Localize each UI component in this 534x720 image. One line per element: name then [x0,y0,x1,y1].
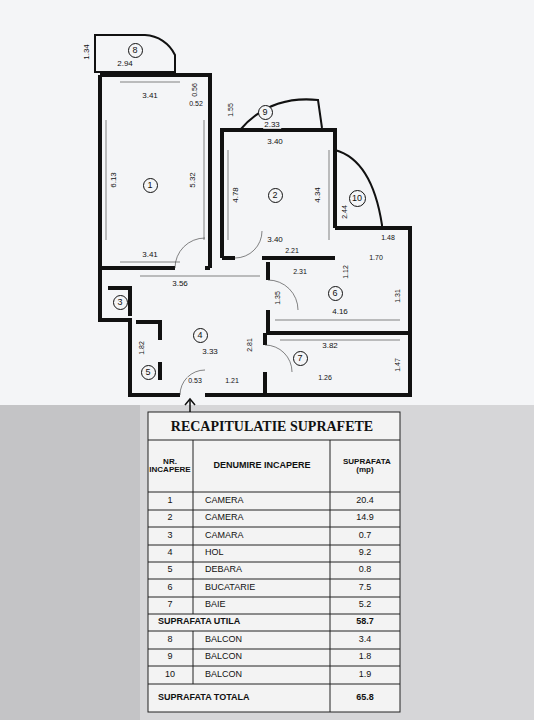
table-cell: CAMERA [205,513,244,522]
dimension-label: 4.16 [331,308,349,316]
dimension-label: 2.94 [116,60,134,68]
table-title: RECAPITULATIE SUPRAFETE [171,419,373,435]
dimension-label: 1.55 [227,102,234,118]
table-cell: CAMERA [205,496,244,505]
table-cell: 10 [165,670,175,679]
table-cell: BALCON [205,635,242,644]
table-cell: 3.4 [359,635,372,644]
table-cell: 0.7 [359,531,372,540]
table-cell: 0.8 [359,565,372,574]
table-cell: 65.8 [356,693,374,702]
dimension-label: 3.40 [266,236,284,244]
dimension-label: 0.52 [188,100,204,107]
dimension-label: 2.81 [246,337,253,353]
dimension-label: 3.41 [141,92,159,100]
room-number: 4 [197,331,202,340]
table-cell: BAIE [205,600,226,609]
room-number-circle: 8 [128,43,143,58]
dimension-label: 3.82 [321,342,339,350]
table-cell: 1.8 [359,652,372,661]
table-cell: NR. INCAPERE [148,458,192,475]
dimension-label: 3.56 [171,280,189,288]
dimension-label: 1.26 [317,374,333,381]
room-number: 3 [117,298,122,307]
table-cell: 4 [167,548,172,557]
dimension-label: 3.41 [141,251,159,259]
table-cell: 2 [167,513,172,522]
dimension-label: 3.40 [266,138,284,146]
table-cell: 58.7 [356,617,374,626]
table-cell: SUPRAFATA UTILA [158,617,240,626]
table-cell: HOL [205,548,224,557]
dimension-label: 3.33 [201,348,219,356]
dimension-label: 1.70 [368,254,384,261]
dimension-label: 2.44 [341,204,348,220]
room-number-circle: 2 [268,188,283,203]
room-number-circle: 5 [141,365,156,380]
dimension-label: 1.21 [224,377,240,384]
table-cell: BALCON [205,670,242,679]
dimension-label: 6.13 [110,171,118,189]
dimension-label: 2.21 [284,247,300,254]
table-cell: 7 [167,600,172,609]
table-cell: 1 [167,496,172,505]
dimension-label: 1.34 [83,43,91,61]
dimension-label: 2.31 [292,268,308,275]
table-cell: SUPRAFATA TOTALA [158,693,250,702]
room-number-circle: 7 [293,351,308,366]
room-number: 10 [352,194,362,203]
table-cell: 3 [167,531,172,540]
room-number: 2 [272,191,277,200]
room-number: 8 [132,46,137,55]
room-number: 6 [332,289,337,298]
table-cell: 14.9 [356,513,374,522]
room-number: 7 [297,354,302,363]
table-cell: BALCON [205,652,242,661]
dimension-label: 0.56 [191,82,198,98]
table-cell: 5.2 [359,600,372,609]
dimension-label: 1.47 [394,357,401,373]
table-cell: 7.5 [359,583,372,592]
table-cell: 20.4 [356,496,374,505]
table-cell: DEBARA [205,565,242,574]
room-number-circle: 6 [328,286,343,301]
dimension-label: 1.31 [394,288,401,304]
room-number-circle: 10 [349,190,366,207]
table-cell: CAMARA [205,531,244,540]
table-cell: 5 [167,565,172,574]
dimension-label: 1.82 [138,340,145,356]
table-cell: DENUMIRE INCAPERE [202,461,322,470]
table-cell: 8 [167,635,172,644]
dimension-label: 1.12 [342,264,349,280]
dimension-label: 0.53 [187,377,203,384]
table-cell: 9.2 [359,548,372,557]
table-cell: 1.9 [359,670,372,679]
table-cell: BUCATARIE [205,583,255,592]
dimension-label: 1.35 [274,290,281,306]
room-number-circle: 1 [143,178,158,193]
dimension-label: 2.33 [263,121,281,129]
room-number-circle: 3 [113,295,128,310]
table-cell: SUPRAFATA (mp) [343,458,387,475]
room-number: 5 [145,368,150,377]
room-number-circle: 4 [193,328,208,343]
dimension-label: 4.34 [314,186,322,204]
table-cell: 9 [167,652,172,661]
table-cell: 6 [167,583,172,592]
dimension-label: 4.78 [232,186,240,204]
dimension-label: 1.48 [380,234,396,241]
room-number: 1 [147,181,152,190]
room-number: 9 [262,108,267,117]
room-number-circle: 9 [258,105,273,120]
dimension-label: 5.32 [189,171,197,189]
